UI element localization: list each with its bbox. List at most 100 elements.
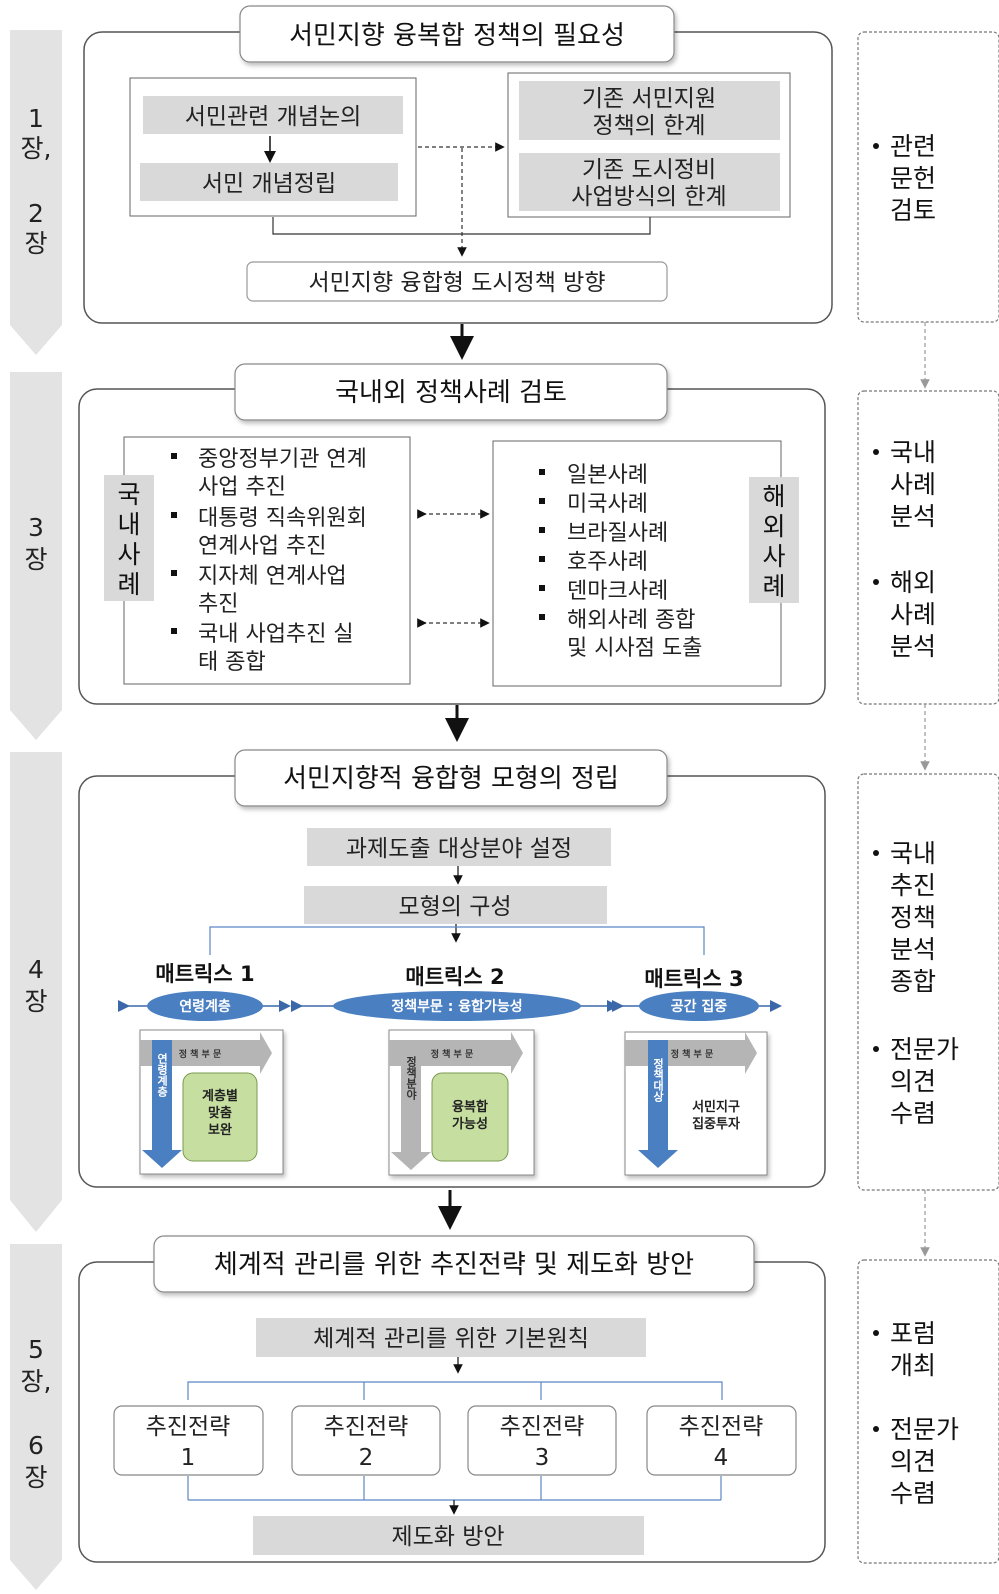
step2-box xyxy=(304,886,607,924)
overseas-item-1: 일본사례 xyxy=(567,463,648,488)
chapter-3-line-1: 4 xyxy=(28,955,44,984)
method-3b-line-1: 전문가 xyxy=(890,1035,959,1064)
domestic-item-4-line-1: 국내 사업추진 실 xyxy=(198,622,354,647)
chapter-tab-2: 3 장 xyxy=(10,372,62,740)
strategy-4-num: 4 xyxy=(714,1445,729,1471)
matrix-1-side-arrow: 연령계층 xyxy=(156,1052,169,1098)
section-1-title-box: 서민지향 융복합 정책의 필요성 xyxy=(239,5,675,63)
section-2-title-box: 국내외 정책사례 검토 xyxy=(234,363,668,421)
matrix-2-title: 매트릭스 2 xyxy=(405,965,504,989)
strategy-2: 추진전략 2 xyxy=(291,1405,441,1476)
method-4b-line-1: 전문가 xyxy=(890,1415,959,1444)
section-4: 체계적 관리를 위한 추진전략 및 제도화 방안 체계적 관리를 위한 기본원칙… xyxy=(78,1235,826,1563)
strategy-4: 추진전략 4 xyxy=(646,1405,797,1476)
matrix-3-title: 매트릭스 3 xyxy=(644,967,743,991)
domestic-item-1-line-1: 중앙정부기관 연계 xyxy=(198,447,367,472)
domestic-item-2-line-1: 대통령 직속위원회 xyxy=(198,506,367,531)
limit-policy-box xyxy=(519,81,780,140)
method-3a-line-2: 추진 xyxy=(890,871,936,900)
matrix-2: 매트릭스 2 정책부문 : 융합가능성 정 책 부 문 정책분야 융복합 가능성 xyxy=(291,965,619,1176)
method-2b-line-1: 해외 xyxy=(890,568,936,597)
matrix-3-top-arrow: 정 책 부 문 xyxy=(671,1048,714,1060)
limit-urban-line-2: 사업방식의 한계 xyxy=(571,184,726,210)
matrix-3-center-2: 집중투자 xyxy=(692,1117,740,1132)
section-4-title: 체계적 관리를 위한 추진전략 및 제도화 방안 xyxy=(214,1250,694,1280)
domestic-label-1: 국 xyxy=(117,480,140,509)
method-2a-line-1: 국내 xyxy=(890,438,936,467)
overseas-item-5: 덴마크사례 xyxy=(567,579,668,604)
method-3a-line-5: 종합 xyxy=(890,967,936,996)
concept-discussion-box xyxy=(143,96,403,134)
matrix-2-side-arrow: 정책분야 xyxy=(405,1055,418,1101)
chapter-4-line-1: 5 xyxy=(28,1335,44,1364)
strategy-3-num: 3 xyxy=(535,1445,550,1471)
matrix-3-center-1: 서민지구 xyxy=(692,1099,740,1115)
chapter-1-line-4: 장 xyxy=(24,229,47,258)
strategy-2-num: 2 xyxy=(359,1445,374,1471)
matrix-2-center-2: 가능성 xyxy=(452,1117,488,1132)
method-2a-line-3: 분석 xyxy=(890,502,936,531)
strategy-1: 추진전략 1 xyxy=(113,1405,264,1476)
strategy-1-num: 1 xyxy=(181,1445,196,1471)
matrix-1-pill-label: 연령계층 xyxy=(179,999,231,1015)
chapter-4-line-2: 장, xyxy=(21,1367,52,1396)
overseas-item-2: 미국사례 xyxy=(567,492,648,517)
overseas-label-2: 외 xyxy=(762,512,785,541)
direction-label: 서민지향 융합형 도시정책 방향 xyxy=(308,270,605,296)
domestic-label-2: 내 xyxy=(117,510,140,539)
method-3a-line-4: 분석 xyxy=(890,935,936,964)
method-3b-line-3: 수렴 xyxy=(890,1099,936,1128)
concept-discussion-label: 서민관련 개념논의 xyxy=(185,104,362,130)
strategy-3-label: 추진전략 xyxy=(500,1414,585,1440)
matrix-1-pill xyxy=(147,991,263,1021)
section-3: 서민지향적 융합형 모형의 정립 과제도출 대상분야 설정 모형의 구성 매트릭… xyxy=(78,749,826,1188)
strategy-2-label: 추진전략 xyxy=(324,1414,409,1440)
method-1-line-3: 검토 xyxy=(890,196,936,225)
domestic-item-1-line-2: 사업 추진 xyxy=(198,475,286,500)
section-1: 서민지향 융복합 정책의 필요성 서민관련 개념논의 서민 개념정립 기존 서민… xyxy=(83,5,833,324)
matrix-3: 매트릭스 3 공간 집중 정 책 부 문 정책대상 서민지구 집중투자 xyxy=(612,967,782,1176)
matrix-2-center-1: 융복합 xyxy=(452,1099,488,1115)
concept-establish-label: 서민 개념정립 xyxy=(202,171,336,197)
direction-box xyxy=(246,261,668,302)
strategy-1-label: 추진전략 xyxy=(146,1414,231,1440)
limit-policy-line-2: 정책의 한계 xyxy=(592,113,705,139)
chapter-tab-4: 5 장, 6 장 xyxy=(10,1244,62,1590)
method-4a-line-2: 개최 xyxy=(890,1351,936,1380)
matrix-1-center-1: 계층별 xyxy=(202,1088,238,1104)
overseas-item-6-line-2: 및 시사점 도출 xyxy=(567,636,702,661)
chapter-2-line-1: 3 xyxy=(28,513,44,542)
section-2-title: 국내외 정책사례 검토 xyxy=(335,378,567,408)
matrix-1-top-arrow: 정 책 부 문 xyxy=(179,1048,222,1060)
limit-policy-line-1: 기존 서민지원 xyxy=(582,86,716,112)
institution-label: 제도화 방안 xyxy=(391,1524,504,1550)
section-3-title-box: 서민지향적 융합형 모형의 정립 xyxy=(234,749,668,807)
method-4b-line-3: 수렴 xyxy=(890,1479,936,1508)
chapter-1-line-2: 장, xyxy=(21,134,52,163)
overseas-label-box xyxy=(749,477,799,603)
principle-label: 체계적 관리를 위한 기본원칙 xyxy=(313,1326,589,1352)
chapter-4-line-4: 장 xyxy=(24,1463,47,1492)
overseas-label-1: 해 xyxy=(762,482,785,511)
domestic-item-3-line-1: 지자체 연계사업 xyxy=(198,564,347,589)
step2-label: 모형의 구성 xyxy=(398,894,511,920)
principle-box xyxy=(256,1318,646,1357)
matrix-1-center-2: 맞춤 xyxy=(208,1105,232,1121)
step1-box xyxy=(307,828,611,866)
method-3b-line-2: 의견 xyxy=(890,1067,936,1096)
matrix-1-center-3: 보완 xyxy=(208,1123,232,1138)
matrix-3-side-arrow: 정책대상 xyxy=(652,1057,665,1103)
domestic-item-3-line-2: 추진 xyxy=(198,592,238,617)
method-2b-line-3: 분석 xyxy=(890,632,936,661)
method-1-line-2: 문헌 xyxy=(890,164,936,193)
chapter-3-line-2: 장 xyxy=(24,987,47,1016)
method-2b-line-2: 사례 xyxy=(890,600,936,629)
step1-label: 과제도출 대상분야 설정 xyxy=(346,836,572,862)
method-2a-line-2: 사례 xyxy=(890,470,936,499)
method-box-2: 국내 사례 분석 해외 사례 분석 xyxy=(857,390,999,705)
matrix-2-pill-label: 정책부문 : 융합가능성 xyxy=(391,998,522,1015)
limit-urban-line-1: 기존 도시정비 xyxy=(582,157,716,183)
chapter-2-line-2: 장 xyxy=(24,545,47,574)
domestic-list: 중앙정부기관 연계 사업 추진 대통령 직속위원회 연계사업 추진 지자체 연계… xyxy=(171,447,367,675)
